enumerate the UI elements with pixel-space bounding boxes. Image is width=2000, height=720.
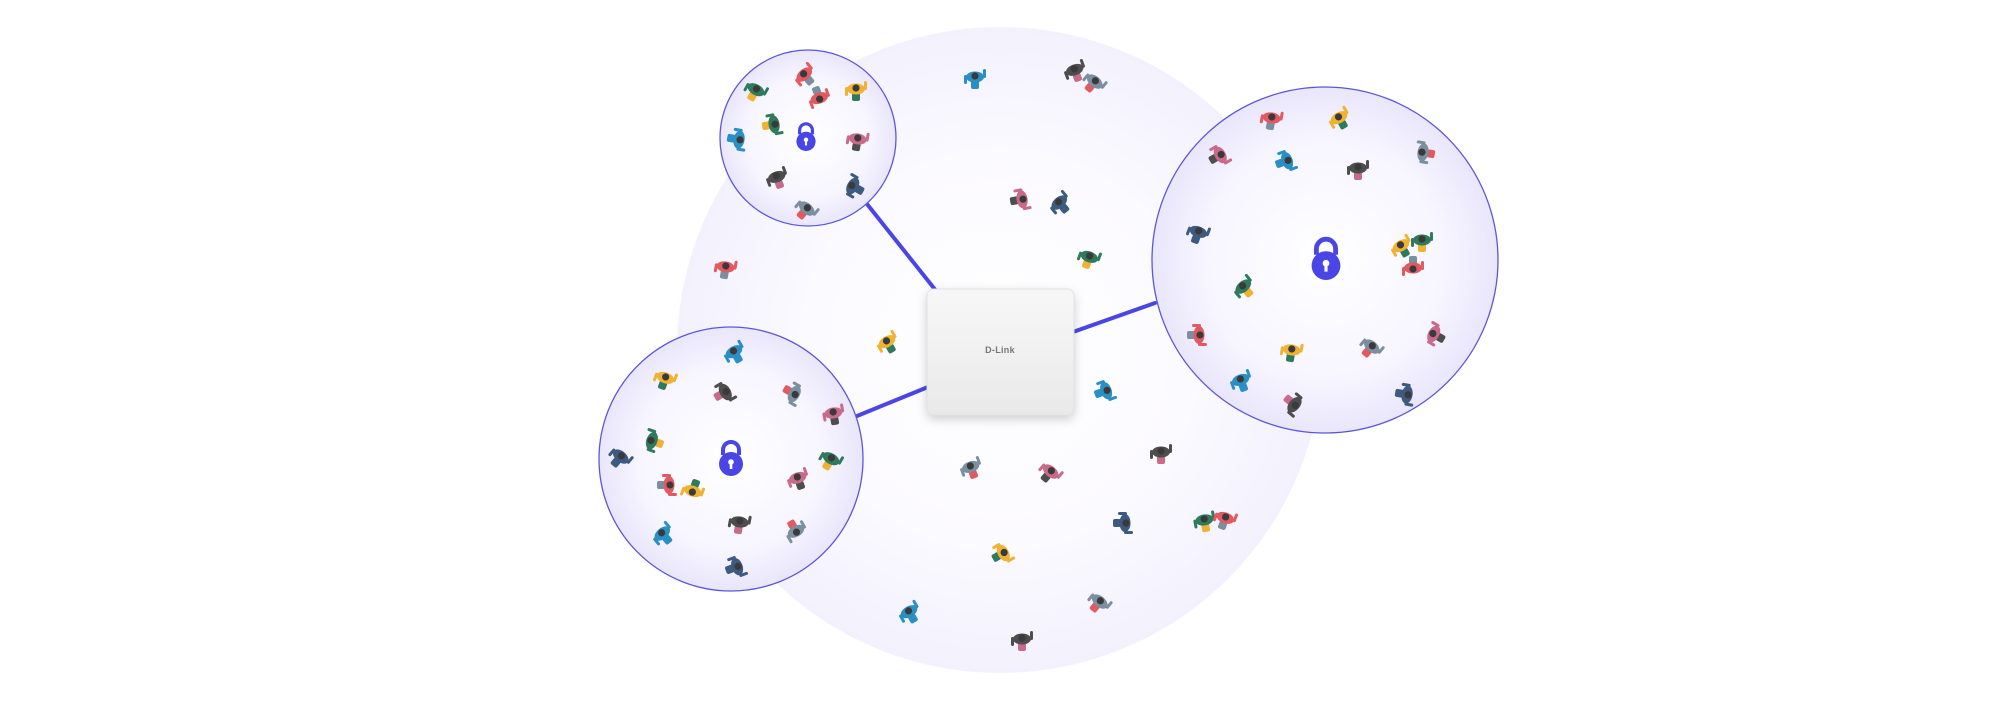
person-top-view-icon <box>657 474 677 496</box>
people-layer <box>608 59 1446 651</box>
person-top-view-icon <box>960 456 981 479</box>
person-top-view-icon <box>786 519 806 544</box>
person-top-view-icon <box>1411 232 1433 252</box>
person-top-view-icon <box>1113 512 1133 534</box>
person-top-view-icon <box>1230 369 1251 392</box>
person-top-view-icon <box>1094 380 1117 401</box>
person-top-view-icon <box>1259 111 1284 131</box>
person-top-view-icon <box>1064 59 1085 82</box>
person-top-view-icon <box>645 428 664 453</box>
person-top-view-icon <box>845 81 867 101</box>
device-brand-label: D-Link <box>985 345 1015 355</box>
person-top-view-icon <box>1186 225 1211 244</box>
link-right-segment <box>1071 301 1157 334</box>
person-top-view-icon <box>1359 338 1385 358</box>
person-top-view-icon <box>1009 188 1032 211</box>
person-top-view-icon <box>1150 444 1172 464</box>
person-top-view-icon <box>1082 73 1108 93</box>
person-top-view-icon <box>1234 273 1254 299</box>
person-top-view-icon <box>608 448 634 468</box>
link-left-segment <box>855 385 930 418</box>
person-top-view-icon <box>766 166 787 189</box>
person-top-view-icon <box>818 452 844 471</box>
person-top-view-icon <box>845 132 870 152</box>
person-top-view-icon <box>1208 145 1233 165</box>
person-top-view-icon <box>782 381 801 407</box>
person-top-view-icon <box>725 556 748 577</box>
person-top-view-icon <box>1187 324 1207 346</box>
person-top-view-icon <box>713 260 738 280</box>
person-top-view-icon <box>795 61 815 87</box>
person-top-view-icon <box>653 520 673 546</box>
person-top-view-icon <box>822 403 845 426</box>
person-top-view-icon <box>1038 463 1064 483</box>
person-top-view-icon <box>1077 250 1102 269</box>
person-top-view-icon <box>1279 343 1304 363</box>
person-top-view-icon <box>1050 189 1070 215</box>
person-top-view-icon <box>761 113 784 136</box>
person-top-view-icon <box>794 200 820 220</box>
lock-icon <box>1311 236 1341 280</box>
person-top-view-icon <box>1347 160 1369 180</box>
person-top-view-icon <box>724 339 744 364</box>
lock-icon <box>796 122 816 151</box>
person-top-view-icon <box>743 83 769 102</box>
person-top-view-icon <box>991 543 1016 563</box>
person-top-view-icon <box>1329 105 1349 130</box>
person-top-view-icon <box>1283 392 1303 418</box>
person-top-view-icon <box>1193 510 1216 533</box>
person-top-view-icon <box>899 599 919 624</box>
person-top-view-icon <box>1394 382 1414 407</box>
person-top-view-icon <box>727 515 752 535</box>
person-top-view-icon <box>1427 321 1446 347</box>
network-links <box>855 202 1157 418</box>
lock-icon <box>719 440 743 476</box>
person-top-view-icon <box>846 173 865 199</box>
person-top-view-icon <box>1391 233 1411 258</box>
person-top-view-icon <box>653 371 678 390</box>
person-top-view-icon <box>1011 631 1033 651</box>
person-top-view-icon <box>1402 256 1424 276</box>
person-top-view-icon <box>809 86 830 109</box>
person-top-view-icon <box>713 382 738 402</box>
person-top-view-icon <box>1213 511 1238 530</box>
person-top-view-icon <box>1416 140 1436 165</box>
person-top-view-icon <box>964 69 986 89</box>
link-top-left-segment <box>865 202 939 294</box>
person-top-view-icon <box>680 479 705 498</box>
person-top-view-icon <box>726 127 746 152</box>
person-top-view-icon <box>787 467 808 490</box>
access-point-device <box>926 288 1075 416</box>
person-top-view-icon <box>877 329 897 354</box>
person-top-view-icon <box>1087 593 1113 613</box>
person-top-view-icon <box>1275 150 1298 171</box>
